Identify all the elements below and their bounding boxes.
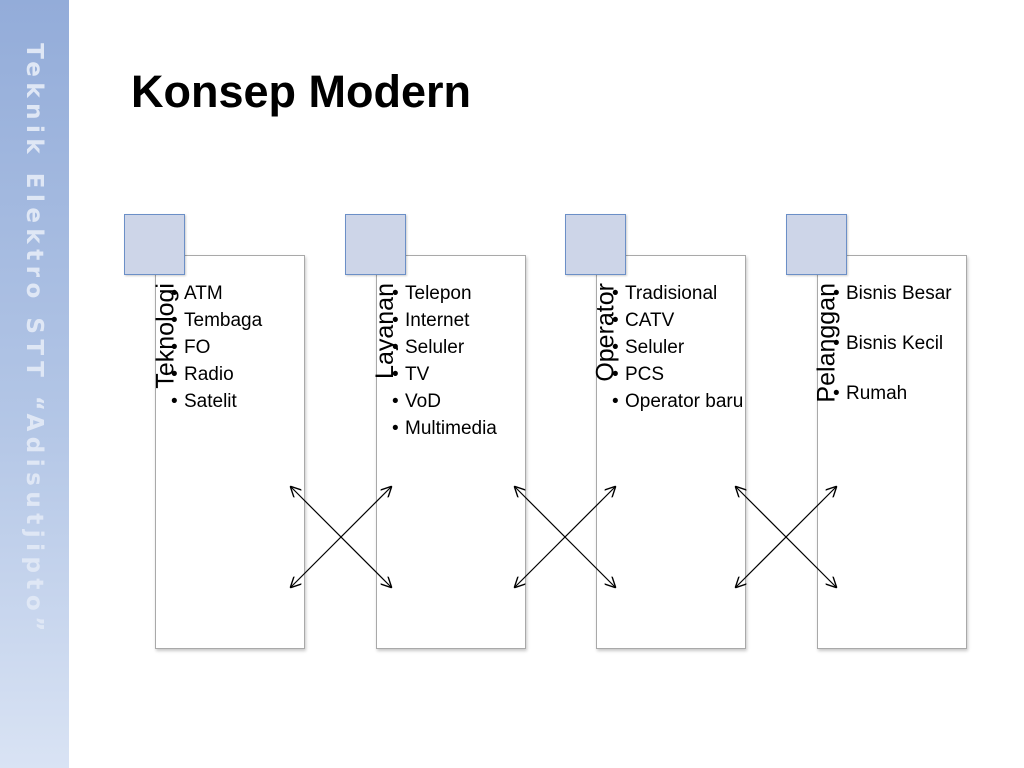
cross-arrows-1-2 <box>291 487 391 587</box>
list-item: Bisnis Besar <box>833 282 972 305</box>
column-header-square-teknologi <box>124 214 185 275</box>
column-panel-pelanggan <box>817 255 967 649</box>
list-item: PCS <box>612 363 751 386</box>
list-item: TV <box>392 363 531 386</box>
sidebar-band: Teknik Elektro STT “Adisutjipto” <box>0 0 69 768</box>
list-item: ATM <box>171 282 310 305</box>
list-item: Operator baru <box>612 390 751 413</box>
column-header-square-operator <box>565 214 626 275</box>
list-item: Bisnis Kecil <box>833 332 972 355</box>
cross-arrows-2-3 <box>515 487 615 587</box>
list-item: VoD <box>392 390 531 413</box>
list-item: Internet <box>392 309 531 332</box>
slide-title: Konsep Modern <box>131 66 472 117</box>
list-item: Seluler <box>612 336 751 359</box>
list-item: Telepon <box>392 282 531 305</box>
column-header-square-layanan <box>345 214 406 275</box>
list-item: Satelit <box>171 390 310 413</box>
list-item: Seluler <box>392 336 531 359</box>
double-arrow <box>736 487 836 587</box>
cross-arrows-3-4 <box>736 487 836 587</box>
column-header-square-pelanggan <box>786 214 847 275</box>
list-item: CATV <box>612 309 751 332</box>
double-arrow <box>515 487 615 587</box>
list-item: Multimedia <box>392 417 531 440</box>
list-item: Tradisional <box>612 282 751 305</box>
double-arrow <box>291 487 391 587</box>
list-item: Rumah <box>833 382 972 405</box>
list-item: Radio <box>171 363 310 386</box>
list-item: FO <box>171 336 310 359</box>
list-item: Tembaga <box>171 309 310 332</box>
